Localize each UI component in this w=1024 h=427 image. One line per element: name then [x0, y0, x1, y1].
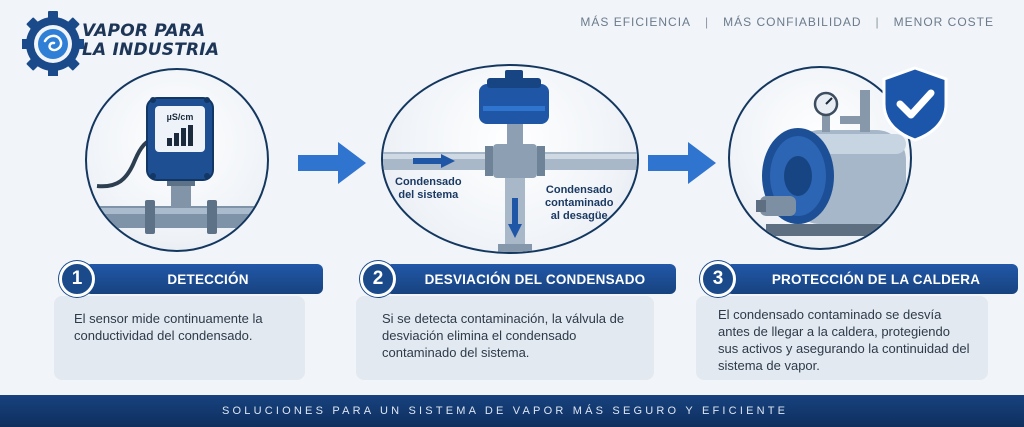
stage-3-illustration [728, 66, 912, 250]
diversion-valve-icon [383, 70, 637, 252]
outflow-label-text: Condensado contaminado al desagüe [545, 184, 614, 222]
step-3-header: 3 PROTECCIÓN DE LA CALDERA [700, 261, 1018, 297]
gear-logo-icon [22, 11, 84, 76]
inflow-label-text: Condensado del sistema [395, 176, 462, 201]
brand-line-2: LA INDUSTRIA [82, 40, 220, 60]
tagline-item-efficiency: MÁS EFICIENCIA [580, 15, 692, 29]
conductivity-sensor-icon: µS/cm [87, 97, 267, 234]
outflow-label: Condensado contaminado al desagüe [545, 184, 613, 223]
stage-2-illustration: Condensado del sistema Condensado contam… [381, 64, 639, 254]
step-1-number: 1 [59, 261, 95, 297]
step-2-description: Si se detecta contaminación, la válvula … [356, 296, 654, 380]
brand-name: VAPOR PARA LA INDUSTRIA [82, 22, 219, 60]
brand-line-1: VAPOR PARA [82, 21, 206, 41]
step-1-header: 1 DETECCIÓN [59, 261, 323, 297]
boiler-icon [756, 90, 906, 236]
tagline-separator: | [875, 15, 880, 29]
step-2-header: 2 DESVIACIÓN DEL CONDENSADO [360, 261, 676, 297]
shield-check-icon [882, 66, 948, 142]
step-3-description: El condensado contaminado se desvía ante… [696, 296, 988, 380]
step-2-title: DESVIACIÓN DEL CONDENSADO [386, 264, 676, 294]
step-3-title: PROTECCIÓN DE LA CALDERA [726, 264, 1018, 294]
sensor-unit-label: µS/cm [167, 112, 194, 122]
footer-banner: SOLUCIONES PARA UN SISTEMA DE VAPOR MÁS … [0, 395, 1024, 427]
tagline: MÁS EFICIENCIA | MÁS CONFIABILIDAD | MEN… [580, 15, 994, 29]
tagline-item-cost: MENOR COSTE [893, 15, 994, 29]
step-1-description: El sensor mide continuamente la conducti… [54, 296, 305, 380]
tagline-separator: | [705, 15, 710, 29]
flow-arrow-icon [298, 142, 366, 184]
step-1-title: DETECCIÓN [85, 264, 323, 294]
brand-logo: VAPOR PARA LA INDUSTRIA [22, 8, 222, 76]
step-3-number: 3 [700, 261, 736, 297]
tagline-item-reliability: MÁS CONFIABILIDAD [723, 15, 862, 29]
step-2-number: 2 [360, 261, 396, 297]
stage-1-illustration: µS/cm [85, 68, 269, 252]
inflow-label: Condensado del sistema [395, 176, 462, 202]
footer-text: SOLUCIONES PARA UN SISTEMA DE VAPOR MÁS … [222, 405, 789, 417]
flow-arrow-icon [648, 142, 716, 184]
